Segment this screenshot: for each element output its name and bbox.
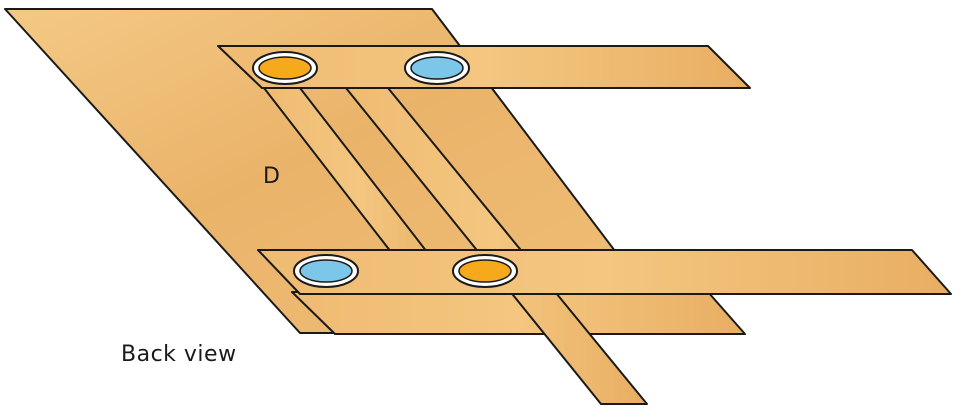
top-right-fastener	[405, 52, 469, 84]
bottom-right-fastener	[453, 255, 517, 287]
top-left-fastener	[253, 52, 317, 84]
bottom-front-strip	[258, 250, 951, 294]
view-caption: Back view	[121, 342, 237, 367]
shape-label: D	[263, 164, 280, 189]
bottom-left-fastener	[294, 255, 358, 287]
